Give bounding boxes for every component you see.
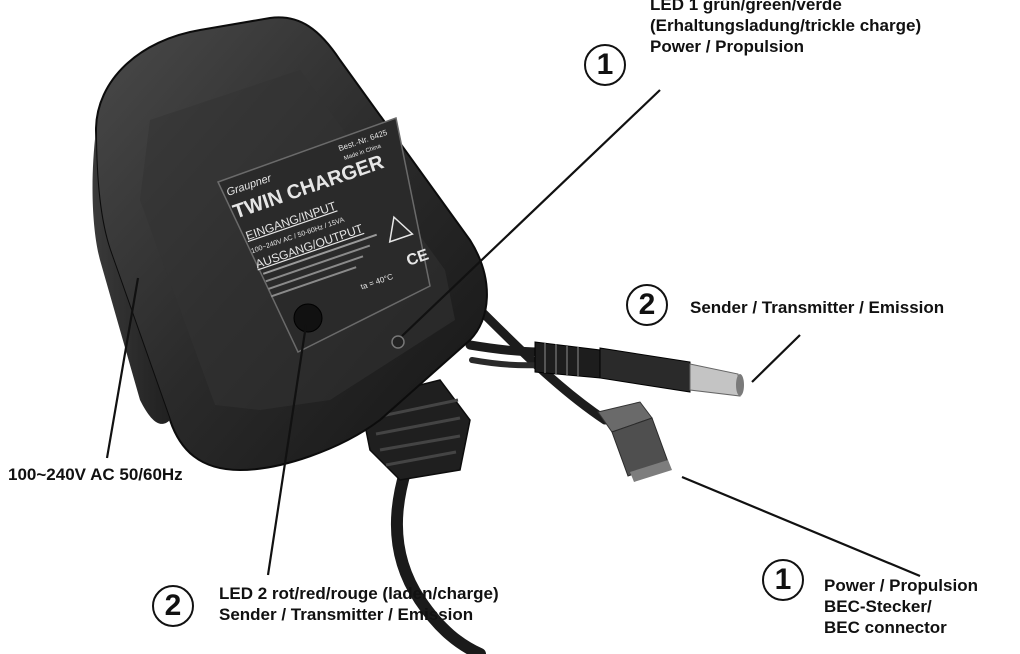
warning-triangle-icon — [388, 215, 414, 243]
led2-line-2: Sender / Transmitter / Emission — [219, 605, 474, 624]
leader-bec — [681, 475, 921, 578]
leader-led2 — [266, 324, 308, 576]
device-label-plate: Graupner Best.-Nr. 6425 Made in China TW… — [216, 117, 431, 354]
ce-mark: CE — [404, 246, 431, 269]
led2-line-1: LED 2 rot/red/rouge (laden/charge) — [219, 584, 499, 603]
callout-transmitter-plug-text: Sender / Transmitter / Emission — [690, 298, 945, 317]
leader-led1 — [401, 89, 661, 337]
callout-number-led2: 2 — [152, 585, 194, 627]
bec-line-1: Power / Propulsion — [824, 576, 978, 595]
callout-number-bec: 1 — [762, 559, 804, 601]
callout-led2-text: LED 2 rot/red/rouge (laden/charge) Sende… — [219, 583, 499, 625]
led1-line-2: (Erhaltungsladung/trickle charge) — [650, 16, 922, 35]
callout-number-transmitter-plug: 2 — [626, 284, 668, 326]
bec-line-3: BEC connector — [824, 618, 947, 637]
callout-bec-text: Power / Propulsion BEC-Stecker/ BEC conn… — [824, 575, 978, 638]
led-1-green — [391, 335, 405, 349]
callout-led1-text: LED 1 grün/green/verde (Erhaltungsladung… — [650, 0, 921, 57]
barrel-plug-transmitter — [534, 341, 744, 397]
led-2-red — [293, 303, 323, 333]
callout-number-led1: 1 — [584, 44, 626, 86]
leader-lines — [105, 89, 921, 578]
leader-transmitter-plug — [751, 334, 801, 383]
bec-line-2: BEC-Stecker/ — [824, 597, 932, 616]
leader-mains — [105, 277, 140, 459]
callout-mains-text: 100~240V AC 50/60Hz — [8, 465, 183, 484]
bec-plug — [597, 401, 672, 482]
led1-line-3: Power / Propulsion — [650, 37, 804, 56]
led1-line-1: LED 1 grün/green/verde — [650, 0, 842, 14]
